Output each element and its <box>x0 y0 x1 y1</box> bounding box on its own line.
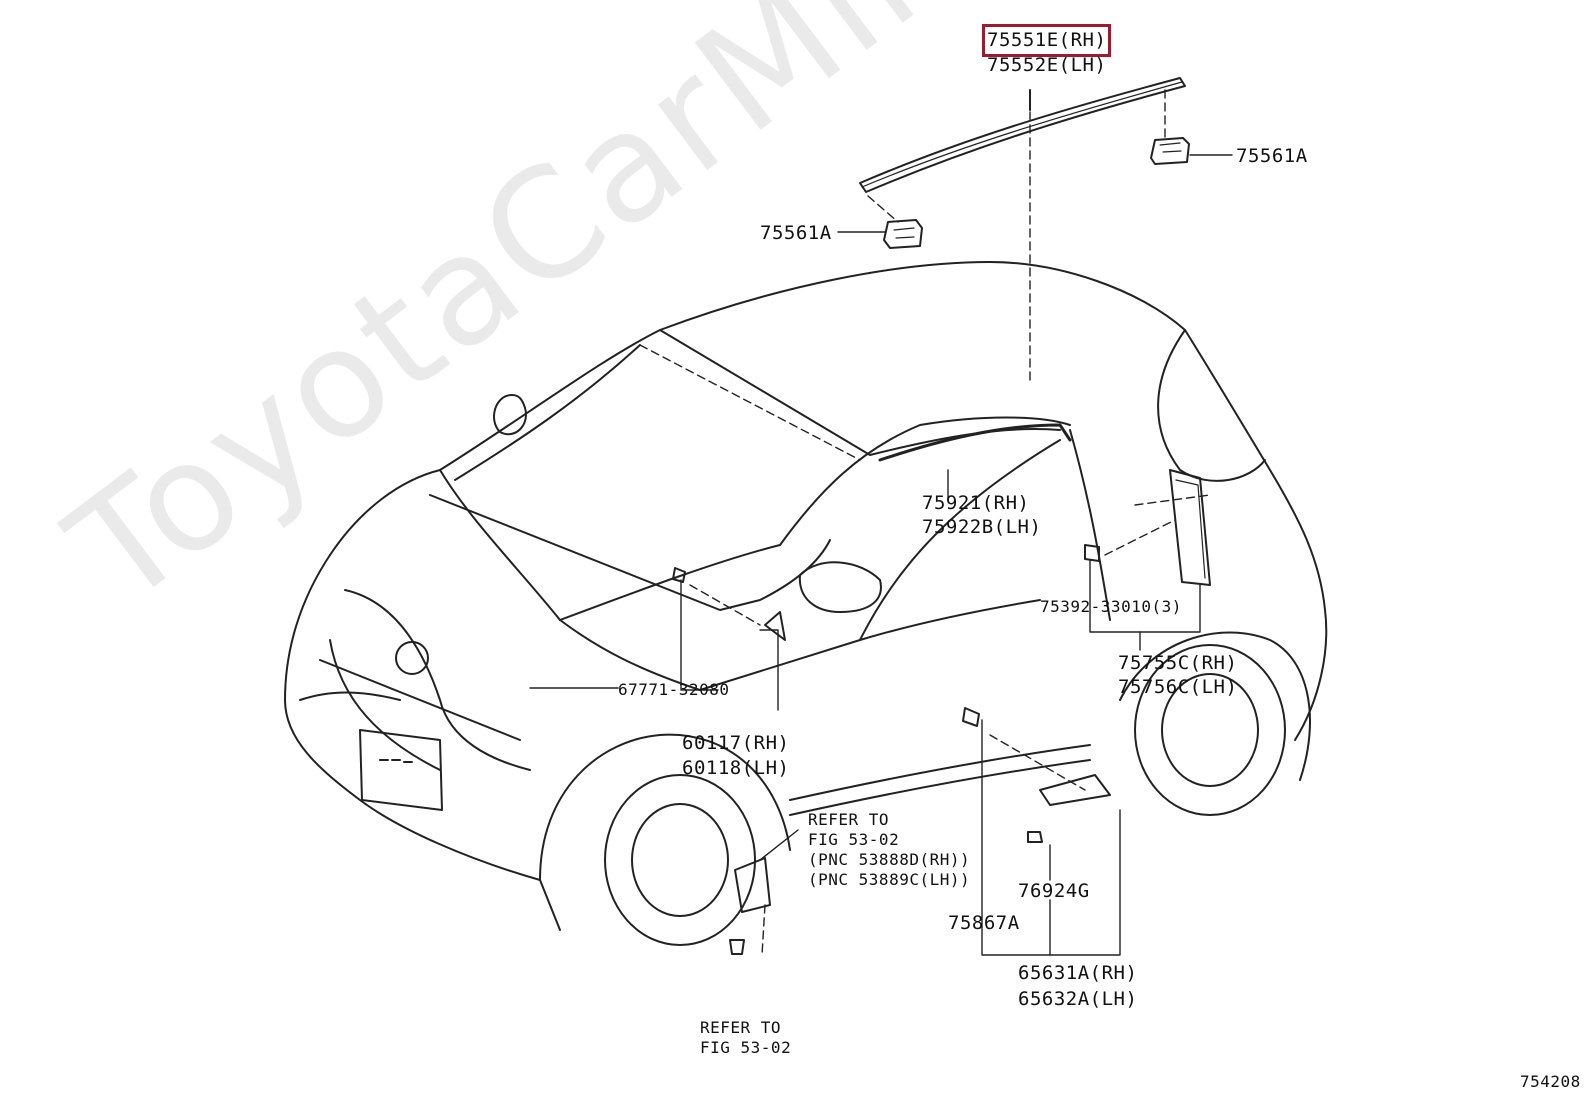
label-67771[interactable]: 67771-32080 <box>618 680 730 699</box>
label-75392[interactable]: 75392-33010(3) <box>1040 597 1182 616</box>
label-75921[interactable]: 75921(RH) <box>922 492 1030 514</box>
label-65631a[interactable]: 65631A(RH) <box>1018 962 1138 984</box>
label-75561a-left[interactable]: 75561A <box>760 222 832 244</box>
label-75551e[interactable]: 75551E(RH) <box>981 24 1112 57</box>
label-75552e[interactable]: 75552E(LH) <box>987 54 1107 76</box>
label-75867a[interactable]: 75867A <box>948 912 1020 934</box>
clip-right <box>1150 137 1190 165</box>
label-75561a-right[interactable]: 75561A <box>1236 145 1308 167</box>
leader-lines <box>529 154 1233 956</box>
roof-molding-part <box>859 77 1186 193</box>
label-75922b[interactable]: 75922B(LH) <box>922 516 1042 538</box>
clip-left <box>883 219 923 249</box>
refer-note-1-line3: (PNC 53888D(RH)) <box>808 850 971 869</box>
refer-note-1-line4: (PNC 53889C(LH)) <box>808 870 971 889</box>
dashed-leaders <box>639 89 1211 956</box>
car-body <box>284 261 1328 955</box>
refer-note-1-line1: REFER TO <box>808 810 890 829</box>
label-76924g[interactable]: 76924G <box>1018 880 1090 902</box>
refer-note-1-line2[interactable]: FIG 53-02 <box>808 830 900 849</box>
label-75756c[interactable]: 75756C(LH) <box>1118 676 1238 698</box>
label-65632a[interactable]: 65632A(LH) <box>1018 988 1138 1010</box>
label-60117[interactable]: 60117(RH) <box>682 732 790 754</box>
refer-note-2-line1: REFER TO <box>700 1018 782 1037</box>
refer-note-2-line2[interactable]: FIG 53-02 <box>700 1038 792 1057</box>
figure-number: 754208 <box>1520 1072 1581 1091</box>
label-60118[interactable]: 60118(LH) <box>682 757 790 779</box>
label-75755c[interactable]: 75755C(RH) <box>1118 652 1238 674</box>
